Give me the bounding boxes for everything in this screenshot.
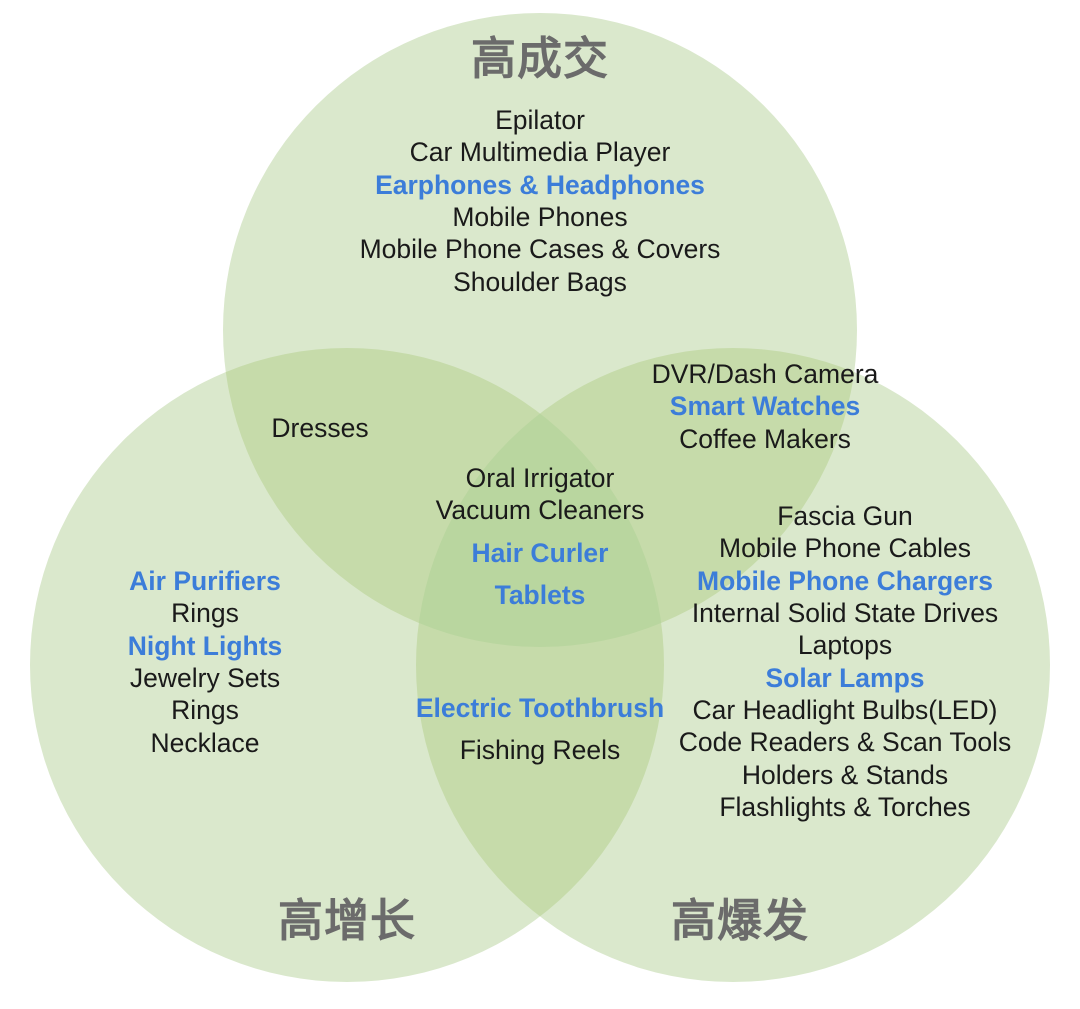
list-item: Tablets <box>494 579 586 610</box>
list-item: Car Headlight Bulbs(LED) <box>692 694 998 725</box>
list-item: Mobile Phones <box>452 201 628 232</box>
list-item: Rings <box>171 598 239 629</box>
list-item: Shoulder Bags <box>453 266 627 297</box>
list-item: Car Multimedia Player <box>409 137 671 168</box>
list-item: Night Lights <box>127 630 283 661</box>
list-item: Flashlights & Torches <box>719 791 971 822</box>
list-item: Mobile Phone Cases & Covers <box>359 234 721 265</box>
overlap-all-three <box>416 348 664 647</box>
list-item: Holders & Stands <box>741 759 949 790</box>
set-label-bottom-right: 高爆发 <box>670 895 809 946</box>
set-label-bottom-left: 高增长 <box>277 895 416 946</box>
list-item: Internal Solid State Drives <box>691 597 999 628</box>
region-top-and-right: DVR/Dash Camera Smart Watches Coffee Mak… <box>600 358 930 455</box>
list-item: Earphones & Headphones <box>375 169 705 200</box>
list-item: Vacuum Cleaners <box>435 495 645 526</box>
region-right-only: Fascia Gun Mobile Phone Cables Mobile Ph… <box>620 500 1070 823</box>
region-all-three: Oral Irrigator Vacuum Cleaners Hair Curl… <box>395 462 685 611</box>
list-item: Fascia Gun <box>777 501 913 531</box>
list-item: Code Readers & Scan Tools <box>678 727 1012 758</box>
list-item: Smart Watches <box>669 391 861 422</box>
list-item: Coffee Makers <box>679 423 851 454</box>
set-label-top: 高成交 <box>470 33 609 84</box>
list-item: Oral Irrigator <box>465 463 615 493</box>
region-top-and-left: Dresses <box>170 412 470 444</box>
list-item: Solar Lamps <box>765 662 925 693</box>
list-item: Jewelry Sets <box>129 662 281 693</box>
region-left-and-right: Electric Toothbrush Fishing Reels <box>395 692 685 767</box>
list-item: Electric Toothbrush <box>415 693 665 723</box>
list-item: Dresses <box>271 413 369 443</box>
list-item: Fishing Reels <box>459 735 621 766</box>
region-left-only: Air Purifiers Rings Night Lights Jewelry… <box>55 565 355 759</box>
list-item: Laptops <box>797 630 893 661</box>
list-item: Air Purifiers <box>129 566 281 596</box>
list-item: DVR/Dash Camera <box>651 359 879 389</box>
list-item: Necklace <box>150 727 260 758</box>
list-item: Epilator <box>495 105 585 135</box>
list-item: Mobile Phone Cables <box>719 533 971 564</box>
list-item: Mobile Phone Chargers <box>697 565 993 596</box>
region-top-only: Epilator Car Multimedia Player Earphones… <box>240 104 840 298</box>
list-item: Rings <box>171 695 239 726</box>
list-item: Hair Curler <box>471 537 609 568</box>
